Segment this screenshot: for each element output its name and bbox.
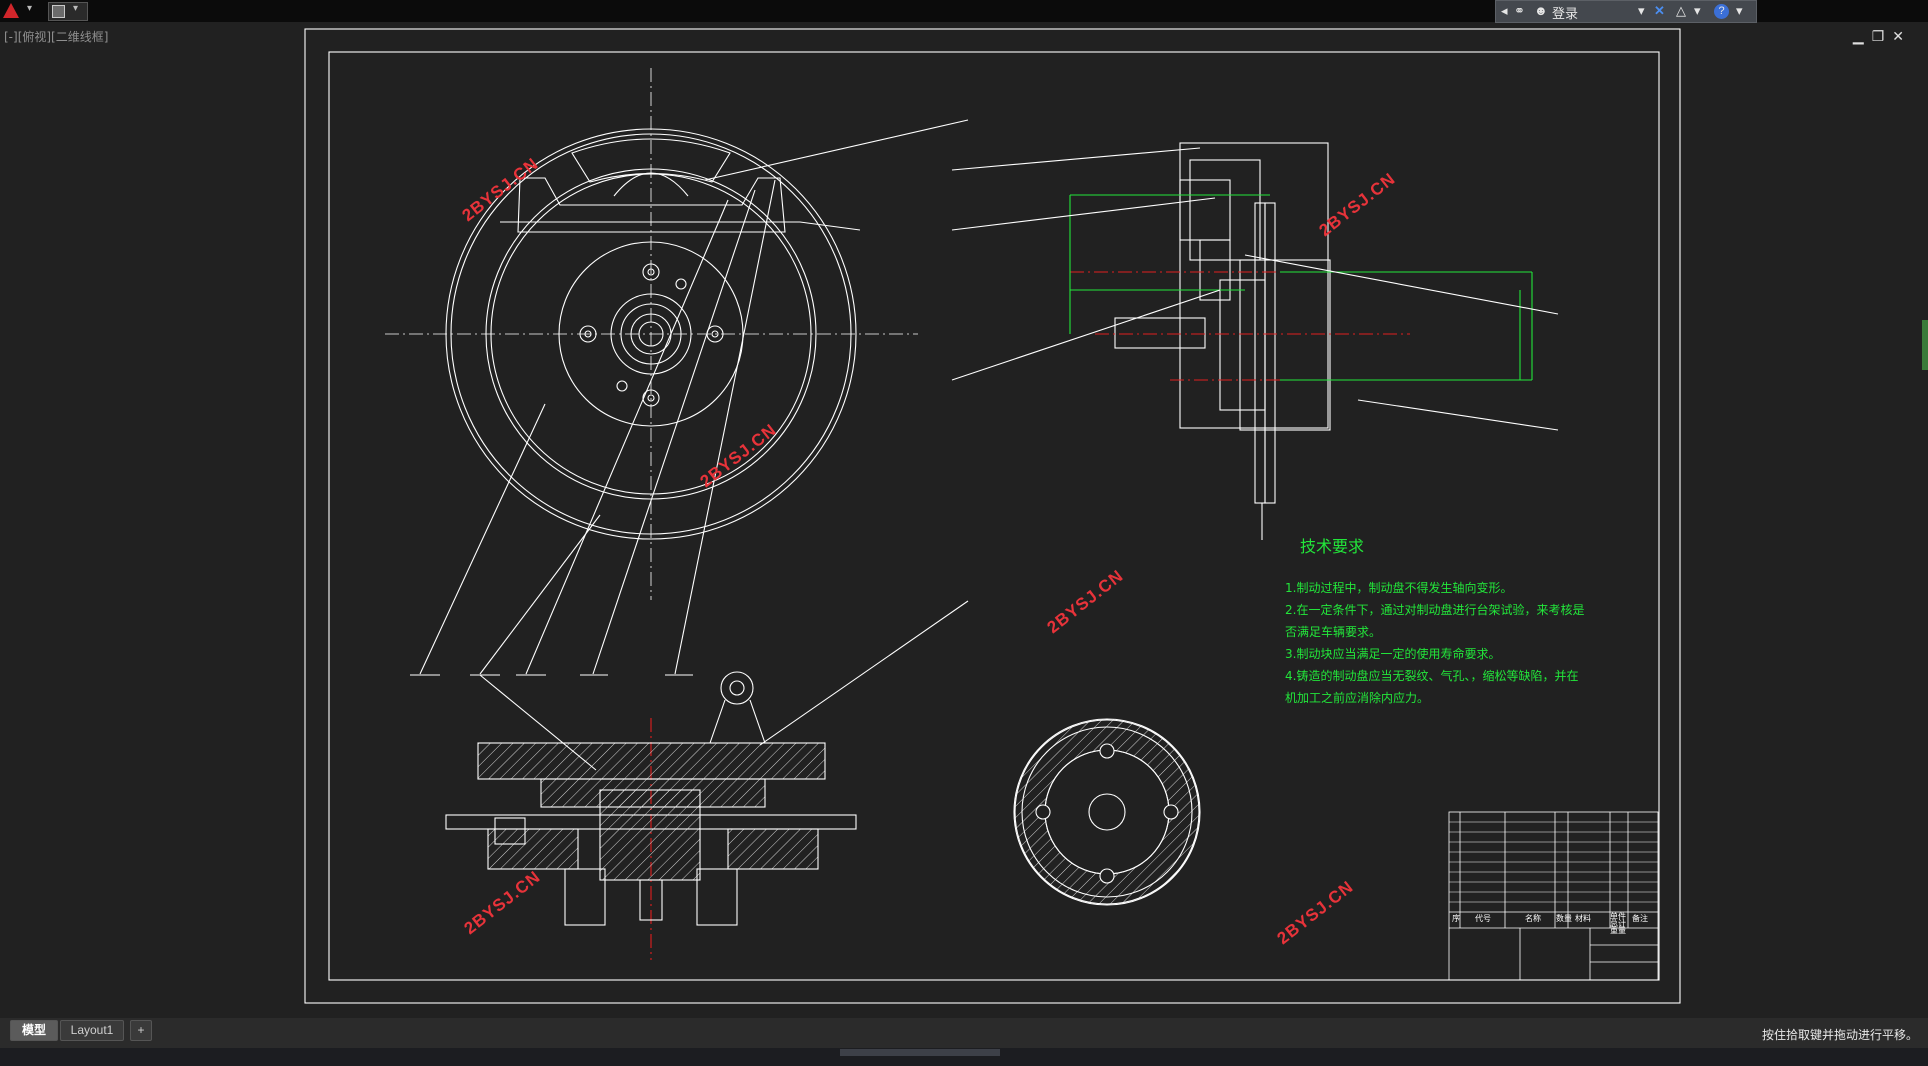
tech-line: 4.铸造的制动盘应当无裂纹、气孔、，缩松等缺陷，并在 — [1285, 669, 1579, 683]
command-line[interactable] — [0, 1048, 1928, 1066]
bom-col: 备注 — [1632, 914, 1648, 923]
tech-line: 3.制动块应当满足一定的使用寿命要求。 — [1285, 647, 1501, 661]
a360-icon[interactable]: △ — [1676, 3, 1686, 18]
chevron-down-icon: ▾ — [27, 3, 33, 14]
bom-col: 数量 — [1556, 914, 1572, 923]
side-view — [951, 142, 1559, 540]
status-message: 按住拾取键并拖动进行平移。 — [1761, 1028, 1918, 1042]
bom-col: 代号 — [1475, 914, 1491, 923]
tech-line: 2.在一定条件下，通过对制动盘进行台架试验，来考核是 — [1285, 603, 1585, 617]
exchange-icon[interactable]: ✕ — [1654, 3, 1665, 18]
autocad-logo-icon — [3, 3, 19, 18]
bom-col: 序 — [1452, 914, 1460, 923]
right-edge-strip — [1922, 320, 1928, 370]
tab-layout1[interactable]: Layout1 — [60, 1020, 124, 1041]
binoculars-icon[interactable]: ⚭ — [1514, 3, 1525, 18]
restore-icon[interactable]: ❐ — [1871, 28, 1893, 44]
chevron-down-icon[interactable]: ▾ — [1638, 3, 1645, 18]
drawing-canvas[interactable] — [0, 0, 1928, 1018]
command-line-bar — [840, 1049, 1000, 1056]
sheet-inner-border — [328, 51, 1660, 981]
tab-model[interactable]: 模型 — [10, 1020, 58, 1041]
sheet-outer-border — [304, 28, 1681, 1004]
front-view — [385, 68, 969, 676]
quick-access-toolbar[interactable]: ▾ — [48, 2, 88, 21]
layout-tab-bar: 模型 Layout1 + 按住拾取键并拖动进行平移。 — [0, 1018, 1928, 1048]
tech-line: 否满足车辆要求。 — [1285, 625, 1382, 639]
title-bar: ▾ ▾ ◂ ⚭ ☻ 登录 ▾ ✕ △ ▾ ? ▾ — [0, 0, 1928, 23]
help-icon[interactable]: ? — [1714, 4, 1729, 19]
chevron-down-icon[interactable]: ▾ — [1694, 3, 1701, 18]
workspace-icon — [52, 5, 65, 18]
user-icon: ☻ — [1534, 3, 1548, 18]
bom-col: 名称 — [1525, 914, 1541, 923]
chevron-left-icon[interactable]: ◂ — [1501, 3, 1508, 18]
infocenter-bar: ◂ ⚭ ☻ 登录 ▾ ✕ △ ▾ ? ▾ — [1495, 0, 1757, 23]
technical-requirements: 技术要求 1.制动过程中，制动盘不得发生轴向变形。 2.在一定条件下，通过对制动… — [1285, 533, 1584, 709]
bom-col: 材料 — [1575, 914, 1591, 923]
bom-rows — [1449, 821, 1658, 903]
minimize-icon[interactable]: ▁ — [1852, 28, 1872, 44]
title-block — [1448, 811, 1659, 981]
application-menu-button[interactable]: ▾ — [0, 0, 40, 22]
bom-col: 单件 总计 重量 — [1610, 912, 1626, 935]
add-layout-button[interactable]: + — [130, 1020, 152, 1041]
section-view — [445, 600, 969, 960]
tech-heading: 技术要求 — [1300, 537, 1365, 556]
drawing-window-controls: ▁❐✕ — [1853, 28, 1912, 45]
bom-header: 序 代号 名称 数量 材料 单件 总计 重量 备注 — [1450, 913, 1658, 935]
tech-line: 机加工之前应消除内应力。 — [1285, 691, 1430, 705]
close-icon[interactable]: ✕ — [1892, 28, 1912, 44]
sign-in-button[interactable]: 登录 — [1552, 6, 1579, 21]
chevron-down-icon[interactable]: ▾ — [1736, 3, 1743, 18]
viewport-controls[interactable]: [-][俯视][二维线框] — [4, 30, 109, 44]
tech-line: 1.制动过程中，制动盘不得发生轴向变形。 — [1285, 581, 1513, 595]
chevron-down-icon: ▾ — [73, 3, 79, 14]
detail-view — [1013, 718, 1201, 906]
